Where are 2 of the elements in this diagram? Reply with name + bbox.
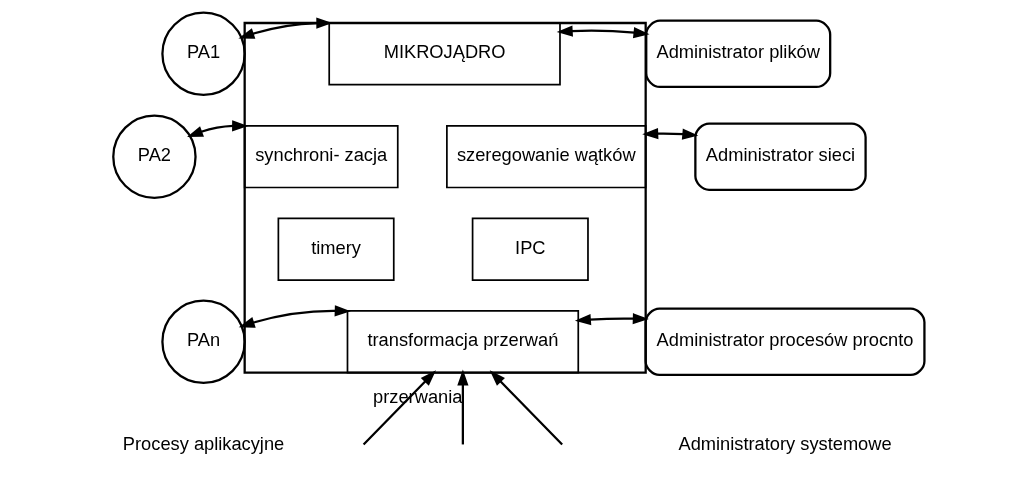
label: Administratory systemowe bbox=[677, 433, 892, 455]
label: Procesy aplikacyjne bbox=[122, 433, 284, 455]
